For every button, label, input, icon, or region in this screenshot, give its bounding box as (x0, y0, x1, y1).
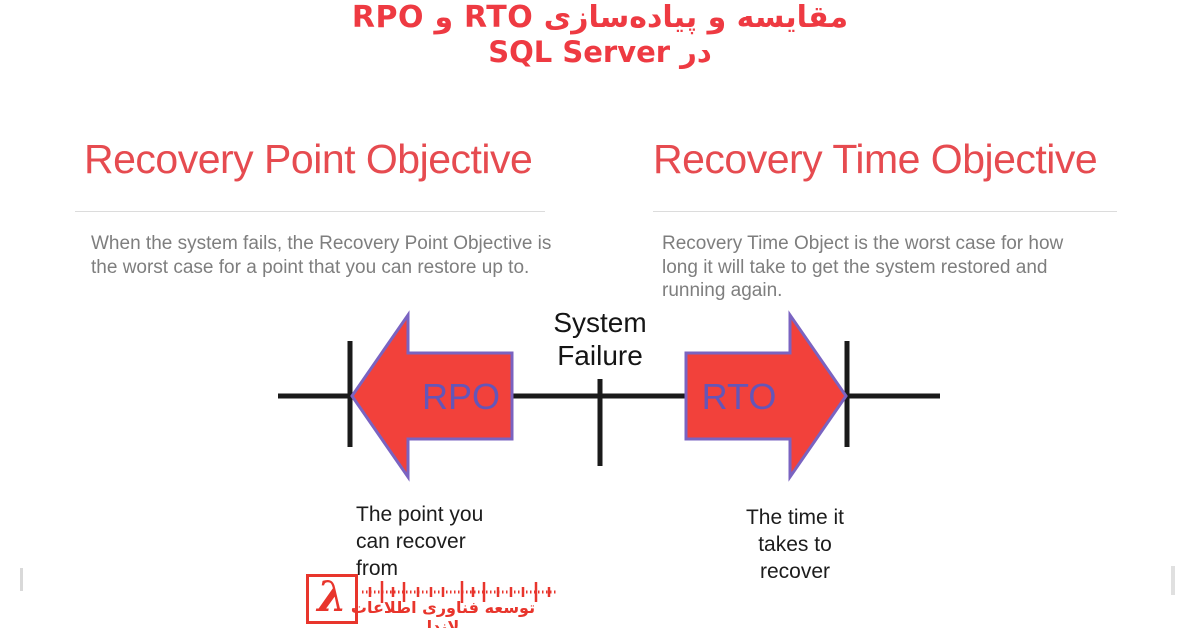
rto-caption: The time it takes to recover (745, 506, 845, 583)
lambda-logo-icon: λ (317, 572, 347, 621)
page-title-line2: در SQL Server (488, 35, 712, 69)
page-title: مقایسه و پیاده‌سازی RTO و RPO در SQL Ser… (0, 0, 1200, 69)
rpo-arrow-outline (350, 310, 514, 482)
system-failure-label: System Failure (553, 307, 647, 371)
rto-divider (653, 211, 1117, 212)
logo-company-name: توسعه فناوری اطلاعات لاندا (350, 598, 536, 628)
waveform-graphic (362, 581, 558, 603)
rpo-caption: The point you can recover from (356, 503, 484, 580)
rto-arrow-label: RTO (702, 376, 777, 417)
rpo-divider (75, 211, 545, 212)
rpo-arrow (352, 315, 512, 477)
rto-description: Recovery Time Object is the worst case f… (662, 233, 1064, 301)
page-title-line1: مقایسه و پیاده‌سازی RTO و RPO (351, 0, 849, 35)
logo-frame: λ (306, 574, 358, 624)
left-edge-mark (20, 568, 23, 591)
rto-arrow (686, 315, 846, 477)
rpo-section-heading: Recovery Point Objective (84, 136, 533, 182)
rpo-description: When the system fails, the Recovery Poin… (91, 233, 552, 278)
rpo-arrow-label: RPO (422, 376, 500, 417)
rto-section-heading: Recovery Time Objective (653, 136, 1098, 182)
rto-arrow-outline (684, 310, 848, 482)
right-edge-mark (1171, 566, 1175, 595)
